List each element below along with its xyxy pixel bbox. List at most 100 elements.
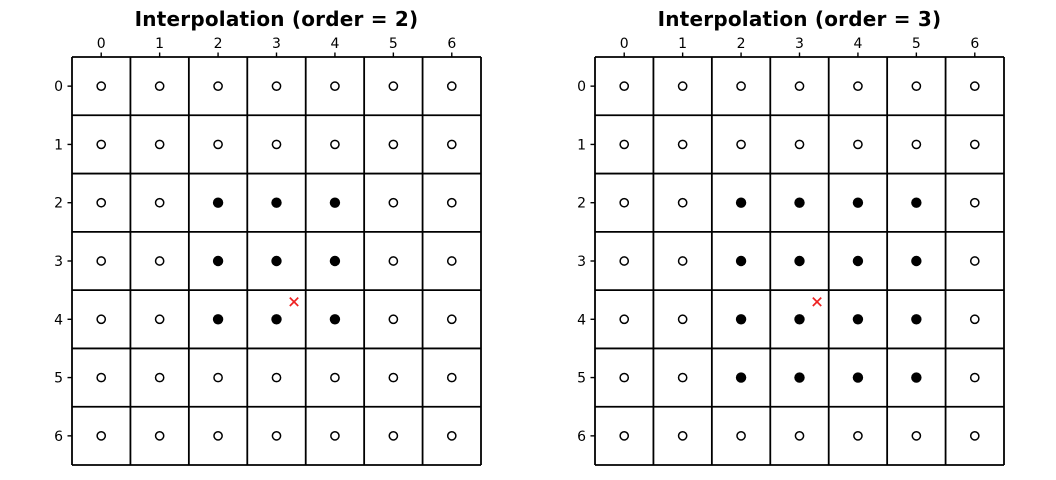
grid-point-marker: [853, 81, 863, 91]
support-point-marker: [794, 197, 805, 208]
grid-point-marker: [911, 139, 922, 150]
support-point-marker: [852, 314, 864, 325]
grid-point-marker: [446, 314, 457, 325]
y-axis-tick-label: 3: [54, 254, 63, 270]
x-axis-tick-label: 6: [447, 36, 456, 52]
grid-point-marker: [213, 431, 223, 441]
support-point-marker: [911, 314, 922, 325]
grid-point-marker: [388, 431, 399, 441]
grid-point-marker: [969, 372, 980, 383]
support-point-marker: [735, 255, 747, 267]
support-point-marker: [794, 314, 805, 325]
grid-point-marker: [911, 431, 922, 441]
grid-point-marker: [96, 372, 107, 383]
support-point-marker: [911, 372, 922, 383]
grid-point-marker: [446, 81, 457, 91]
support-point-marker: [852, 372, 864, 383]
x-axis-tick-label: 1: [155, 36, 164, 52]
grid-point-marker: [677, 372, 688, 383]
support-point-marker: [794, 255, 805, 267]
y-axis-tick-label: 0: [577, 79, 586, 95]
grid-point-marker: [388, 256, 399, 266]
support-point-marker: [794, 372, 805, 383]
panel-title-order-3: Interpolation (order = 3): [657, 7, 942, 31]
x-axis-tick-label: 5: [389, 36, 398, 52]
grid-point-marker: [96, 314, 107, 325]
grid-point-marker: [619, 314, 630, 325]
grid-point-marker: [271, 139, 282, 150]
grid-point-marker: [736, 139, 746, 150]
grid-point-marker: [213, 372, 223, 383]
x-axis-tick-label: 3: [795, 36, 804, 52]
grid-point-marker: [619, 256, 630, 266]
grid-point-marker: [619, 431, 630, 441]
query-x-marker: [812, 296, 822, 307]
grid-point-marker: [388, 197, 399, 208]
support-point-marker: [212, 314, 224, 325]
support-point-marker: [852, 197, 864, 208]
x-axis-tick-label: 0: [620, 36, 629, 52]
grid-point-marker: [446, 139, 457, 150]
grid-point-marker: [388, 139, 399, 150]
grid-point-marker: [446, 372, 457, 383]
y-axis-tick-label: 6: [54, 429, 63, 445]
x-axis-tick-label: 0: [97, 36, 106, 52]
grid-point-marker: [619, 81, 630, 91]
x-axis-tick-label: 3: [272, 36, 281, 52]
grid-point-marker: [154, 197, 165, 208]
grid-point-marker: [677, 431, 688, 441]
x-axis-tick-label: 2: [214, 36, 223, 52]
grid-point-marker: [911, 81, 922, 91]
x-axis-tick-label: 6: [970, 36, 979, 52]
grid-point-marker: [969, 139, 980, 150]
grid-point-marker: [736, 431, 746, 441]
grid-point-marker: [969, 256, 980, 266]
grid-point-marker: [330, 81, 340, 91]
grid-point-marker: [330, 139, 340, 150]
grid-point-marker: [446, 197, 457, 208]
grid-point-marker: [736, 81, 746, 91]
y-axis-tick-label: 4: [577, 312, 586, 328]
y-axis-tick-label: 1: [54, 137, 63, 153]
x-axis-tick-label: 1: [678, 36, 687, 52]
support-point-marker: [329, 255, 341, 267]
y-axis-tick-label: 4: [54, 312, 63, 328]
grid-point-marker: [969, 314, 980, 325]
y-axis-tick-label: 5: [577, 371, 586, 387]
grid-point-marker: [969, 431, 980, 441]
x-axis-tick-label: 4: [330, 36, 339, 52]
support-point-marker: [212, 197, 224, 208]
grid-point-marker: [96, 431, 107, 441]
grid-point-marker: [619, 372, 630, 383]
support-point-marker: [329, 197, 341, 208]
query-x-marker: [289, 296, 299, 307]
grid-point-marker: [677, 139, 688, 150]
grid-point-marker: [969, 197, 980, 208]
support-point-marker: [852, 255, 864, 267]
grid-point-marker: [96, 139, 107, 150]
support-point-marker: [271, 197, 282, 208]
support-point-marker: [911, 255, 922, 267]
grid-point-marker: [154, 139, 165, 150]
grid-point-marker: [853, 139, 863, 150]
y-axis-tick-label: 0: [54, 79, 63, 95]
y-axis-tick-label: 1: [577, 137, 586, 153]
grid-point-marker: [96, 197, 107, 208]
grid-point-marker: [154, 81, 165, 91]
support-point-marker: [329, 314, 341, 325]
grid-point-marker: [213, 81, 223, 91]
grid-point-marker: [677, 256, 688, 266]
support-point-marker: [271, 314, 282, 325]
x-axis-tick-label: 4: [853, 36, 862, 52]
y-axis-tick-label: 5: [54, 371, 63, 387]
grid-point-marker: [677, 81, 688, 91]
grid-point-marker: [619, 139, 630, 150]
y-axis-tick-label: 3: [577, 254, 586, 270]
grid-point-marker: [794, 139, 805, 150]
grid-point-marker: [446, 431, 457, 441]
grid-point-marker: [619, 197, 630, 208]
x-axis-tick-label: 2: [737, 36, 746, 52]
